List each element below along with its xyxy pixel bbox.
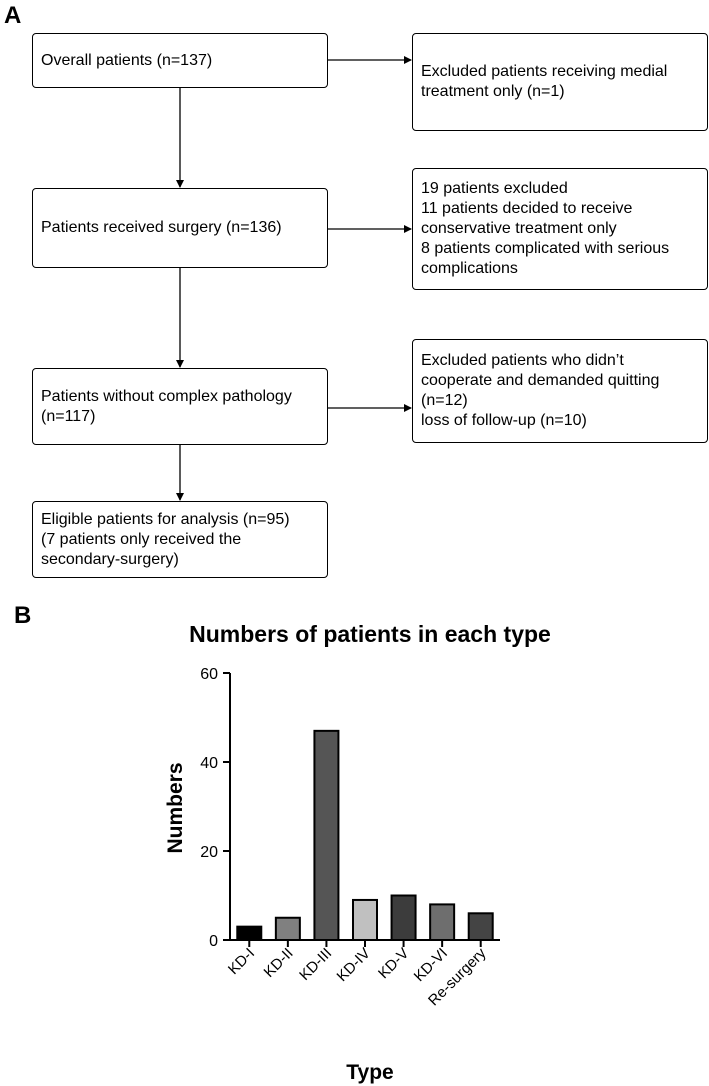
box-text-line: Patients received surgery (n=136) bbox=[41, 219, 282, 236]
box-text-line: 8 patients complicated with serious bbox=[421, 240, 670, 257]
bar-kd-ii bbox=[274, 916, 301, 941]
y-tick-label: 20 bbox=[200, 844, 218, 861]
box-text-line: conservative treatment only bbox=[421, 220, 617, 237]
box-eligible-patients: Eligible patients for analysis (n=95) (7 … bbox=[32, 501, 328, 578]
box-text-line: Excluded patients who didn’t bbox=[421, 352, 624, 369]
box-text-line: (n=117) bbox=[41, 407, 96, 425]
bar-kd-v bbox=[390, 894, 417, 941]
box-text-line: loss of follow-up (n=10) bbox=[421, 412, 587, 429]
box-text-line: Patients without complex pathology bbox=[41, 387, 292, 405]
bars bbox=[236, 729, 494, 942]
box-text-line: (n=12) bbox=[421, 392, 468, 409]
bar-kd-i bbox=[236, 925, 263, 942]
x-tick-label: KD-II bbox=[261, 945, 297, 981]
box-no-complex-pathology: Patients without complex pathology (n=117… bbox=[32, 368, 328, 445]
x-tick-label: KD-I bbox=[225, 945, 258, 978]
x-tick-label: KD-III bbox=[296, 945, 335, 984]
box-text-line: Eligible patients for analysis (n=95) bbox=[41, 510, 290, 528]
box-text-line: secondary-surgery) bbox=[41, 550, 179, 568]
bar-kd-iv bbox=[352, 898, 378, 942]
bar-kd-iii bbox=[313, 729, 340, 941]
y-tick-label: 0 bbox=[209, 933, 218, 950]
y-axis-label: Numbers bbox=[164, 762, 187, 853]
box-text-line: Excluded patients receiving medial bbox=[421, 63, 668, 80]
box-received-surgery: Patients received surgery (n=136) bbox=[32, 188, 328, 268]
panel-a-label: A bbox=[4, 2, 22, 29]
x-tick-label: KD-V bbox=[375, 945, 412, 982]
box-text-line: treatment only (n=1) bbox=[421, 83, 565, 100]
x-tick-label: KD-IV bbox=[334, 945, 374, 985]
bar-kd-vi bbox=[429, 903, 456, 942]
chart-title: Numbers of patients in each type bbox=[189, 621, 551, 647]
bar-re-surgery bbox=[467, 912, 494, 941]
box-text-line: (7 patients only received the bbox=[41, 530, 242, 548]
box-text-line: complications bbox=[421, 260, 518, 277]
box-text-line: cooperate and demanded quitting bbox=[421, 372, 660, 389]
box-text-line: 19 patients excluded bbox=[421, 180, 568, 197]
box-excluded-19: 19 patients excluded 11 patients decided … bbox=[412, 168, 708, 290]
box-text-line: 11 patients decided to receive bbox=[421, 200, 633, 217]
x-axis-label: Type bbox=[346, 1061, 393, 1084]
y-tick-label: 40 bbox=[200, 755, 218, 772]
box-text-line: Overall patients (n=137) bbox=[41, 51, 213, 69]
panel-b-label: B bbox=[14, 602, 32, 629]
box-excluded-non-cooperate: Excluded patients who didn’t cooperate an… bbox=[412, 339, 708, 443]
box-overall-patients: Overall patients (n=137) bbox=[32, 33, 328, 88]
box-excluded-medial: Excluded patients receiving medial treatm… bbox=[412, 33, 708, 131]
y-tick-label: 60 bbox=[200, 666, 218, 683]
